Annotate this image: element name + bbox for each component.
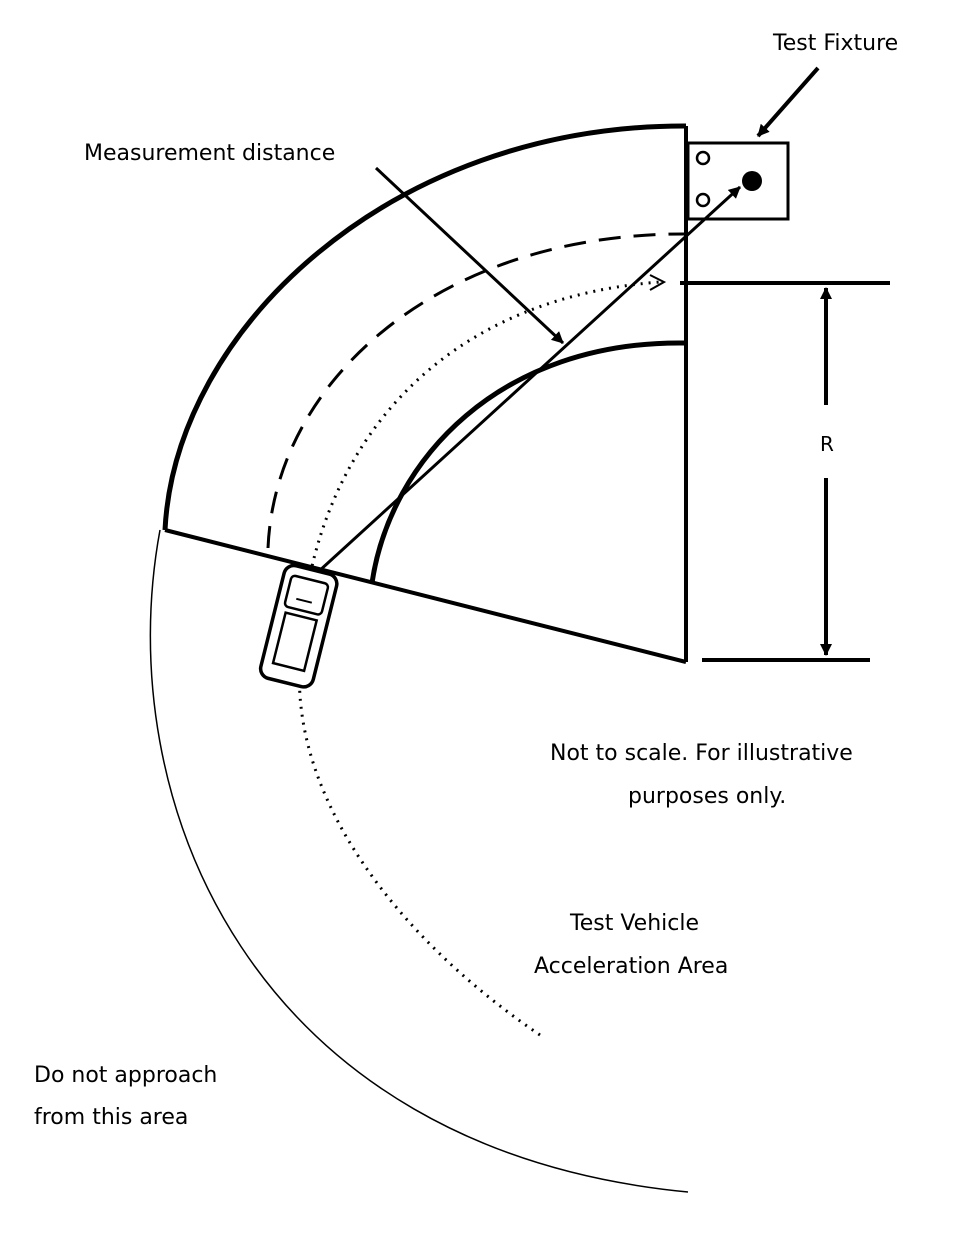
no-approach-label-line1: Do not approach <box>34 1063 217 1088</box>
fixture-hole-top <box>695 150 711 166</box>
test-vehicle <box>258 563 339 689</box>
no-approach-label-line2: from this area <box>34 1105 188 1130</box>
fixture-target-dot <box>742 171 762 191</box>
test-fixture-pointer-arrow <box>756 66 820 138</box>
acceleration-area-label-line1: Test Vehicle <box>569 911 699 936</box>
fixture-hole-bottom <box>695 192 711 208</box>
measurement-line <box>305 185 742 584</box>
outer-boundary-arc <box>149 529 689 1193</box>
radius-label: R <box>820 432 834 456</box>
test-fixture-label: Test Fixture <box>772 31 898 56</box>
zone-bottom-edge <box>164 528 687 664</box>
scale-note-line2: purposes only. <box>628 784 786 809</box>
outer-zone-arc <box>162 123 687 531</box>
acceleration-area-label-line2: Acceleration Area <box>534 954 728 979</box>
dashed-path <box>266 232 687 549</box>
measurement-pointer-arrow <box>374 166 565 345</box>
measurement-distance-label: Measurement distance <box>84 141 335 166</box>
scale-note-line1: Not to scale. For illustrative <box>550 741 853 766</box>
